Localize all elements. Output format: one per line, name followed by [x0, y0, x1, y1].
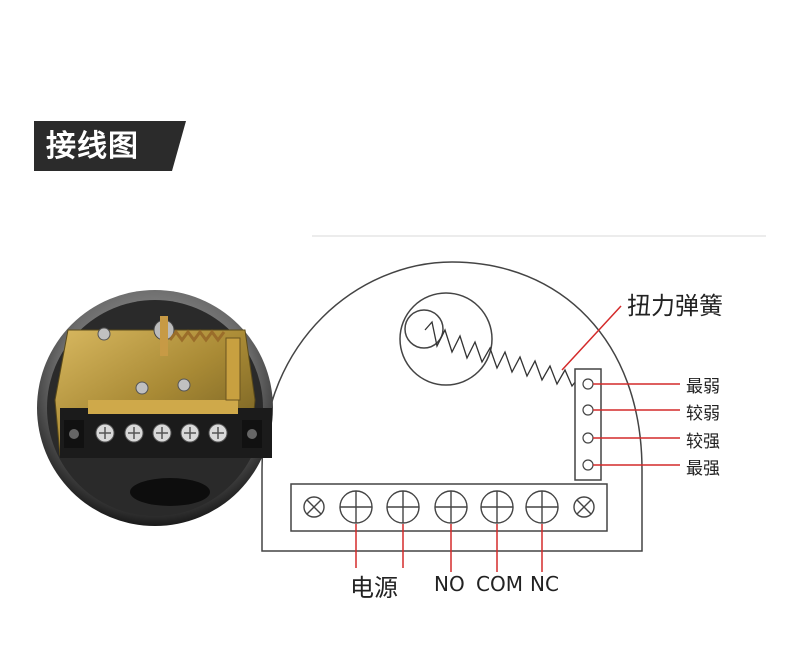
housing-outline	[261, 261, 643, 552]
no-label: NO	[434, 572, 465, 596]
adjust-hole-3	[582, 432, 594, 444]
terminal-plus-icon-1	[339, 490, 373, 524]
terminal-x-icon-right	[573, 496, 595, 518]
com-label: COM	[476, 572, 523, 596]
torsion-spring-label: 扭力弹簧	[627, 292, 723, 320]
nc-label: NC	[530, 572, 559, 596]
adjust-label-weak: 较弱	[686, 404, 720, 424]
adjust-hole-1	[582, 378, 594, 390]
adjust-label-strong: 较强	[686, 432, 720, 452]
terminal-plus-icon-3	[434, 490, 468, 524]
terminal-x-icon-left	[303, 496, 325, 518]
dial-hub	[404, 309, 444, 349]
spring-leader	[561, 305, 622, 371]
terminal-plus-icon-4	[480, 490, 514, 524]
terminal-plus-icon-2	[386, 490, 420, 524]
terminal-plus-icon-5	[525, 490, 559, 524]
title-badge	[34, 121, 186, 171]
adjust-hole-4	[582, 459, 594, 471]
device-photo	[37, 290, 273, 526]
page-title: 接线图	[46, 129, 139, 164]
power-label: 电源	[350, 574, 398, 602]
torsion-spring	[424, 320, 581, 388]
adjust-label-strongest: 最强	[686, 459, 720, 479]
adjust-label-weakest: 最弱	[686, 377, 720, 397]
adjust-hole-2	[582, 404, 594, 416]
